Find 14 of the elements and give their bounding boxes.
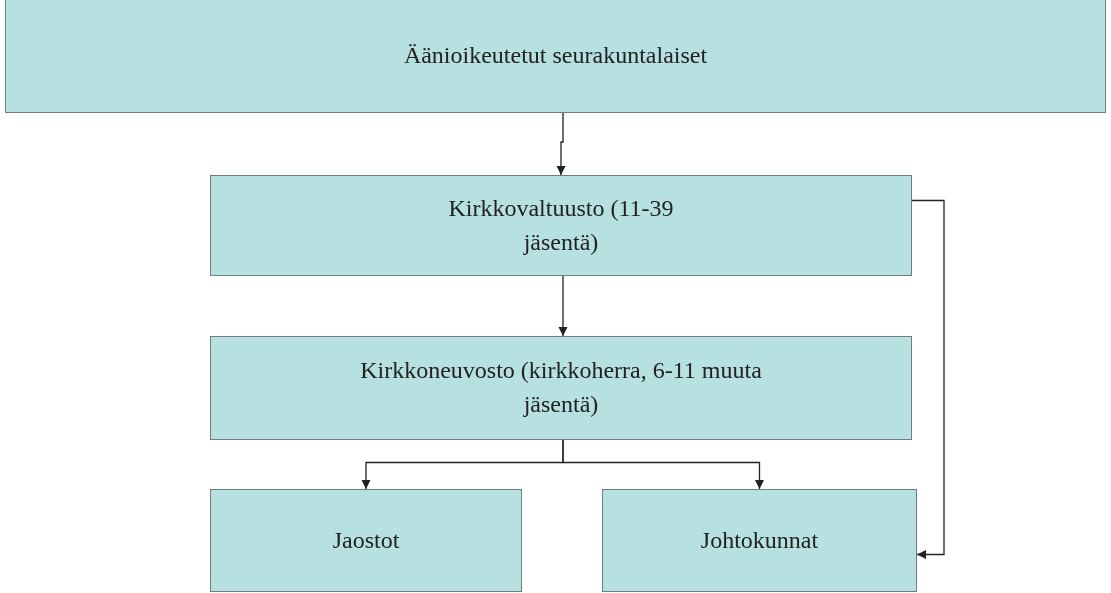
org-box — [210, 175, 912, 276]
org-box — [602, 489, 917, 592]
box-label: Äänioikeutetut seurakuntalaiset — [403, 40, 708, 70]
connector-arrow — [562, 439, 765, 490]
connector-arrow — [558, 275, 568, 337]
box-label: Kirkkovaltuusto (11-39 jäsentä) — [447, 193, 675, 257]
connector-arrow — [911, 199, 945, 560]
org-box — [210, 336, 912, 440]
box-label: Jaostot — [332, 525, 400, 555]
connector-arrow — [556, 112, 566, 176]
box-label: Kirkkoneuvosto (kirkkoherra, 6-11 muuta jäsentä) — [359, 356, 763, 419]
org-box — [210, 489, 522, 592]
org-box — [5, 0, 1106, 113]
box-label: Johtokunnat — [700, 525, 819, 555]
